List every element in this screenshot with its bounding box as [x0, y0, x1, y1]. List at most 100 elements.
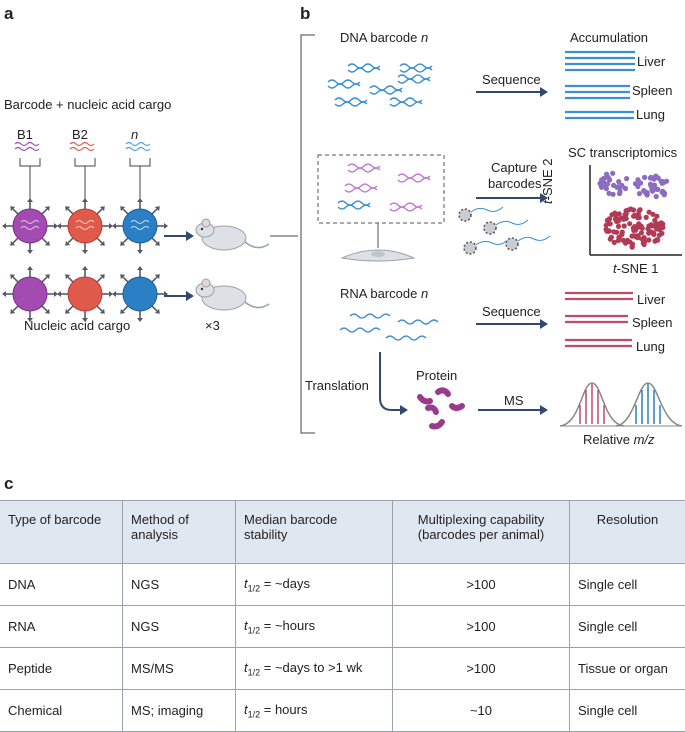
stability-value: = ~days to >1 wk	[260, 660, 362, 675]
ms-arrow	[478, 405, 548, 415]
cell-resolution: Single cell	[570, 606, 685, 648]
tsne-dot	[633, 228, 638, 233]
tsne-cluster-purple	[597, 171, 669, 199]
brackets	[20, 158, 150, 204]
cell-resolution: Tissue or organ	[570, 648, 685, 690]
mouse-icon-bottom	[196, 279, 269, 310]
t-subscript: 1/2	[248, 709, 261, 719]
tsne-dot	[614, 185, 619, 190]
rna-strands	[340, 314, 438, 340]
barcode-squiggle-b1	[15, 143, 39, 151]
cell-stability: t1/2 = ~days	[236, 564, 393, 606]
cell-method: MS; imaging	[123, 690, 236, 732]
table-row: RNA NGS t1/2 = ~hours >100 Single cell	[0, 606, 685, 648]
tsne-dot	[650, 189, 655, 194]
header-stability: Median barcode stability	[236, 501, 393, 564]
tsne-dot	[620, 230, 625, 235]
cell-stability: t1/2 = hours	[236, 690, 393, 732]
cell-multiplex: >100	[393, 648, 570, 690]
arrow-to-mouse-top	[164, 231, 194, 241]
sequence-arrow-1	[476, 87, 548, 97]
tsne-dot	[655, 238, 660, 243]
tsne-dot	[642, 175, 647, 180]
t-subscript: 1/2	[248, 667, 261, 677]
particle-b1-plain	[2, 266, 58, 322]
tsne-dot	[622, 223, 627, 228]
arrow-to-mouse-bottom	[164, 291, 194, 301]
mouse-icon-top	[196, 219, 269, 250]
tsne-dot	[619, 183, 624, 188]
tsne-dot	[646, 237, 651, 242]
tsne-dot	[648, 183, 653, 188]
cell-multiplex: >100	[393, 564, 570, 606]
barcode-squiggle-b2	[70, 143, 94, 151]
sequence-arrow-2	[476, 319, 548, 329]
tsne-dot	[654, 221, 659, 226]
cell-type: RNA	[0, 606, 123, 648]
particle-b2-barcoded	[57, 198, 113, 254]
capture-beads	[459, 207, 550, 254]
panel-b-bracket	[301, 35, 315, 433]
table-header-row: Type of barcode Method of analysis Media…	[0, 501, 685, 564]
protein-icons	[420, 390, 462, 426]
header-type: Type of barcode	[0, 501, 123, 564]
particle-n-barcoded	[112, 198, 168, 254]
stability-value: = ~days	[260, 576, 310, 591]
tsne-dot	[608, 237, 613, 242]
tsne-cluster-red	[604, 206, 666, 249]
tsne-dot	[644, 215, 649, 220]
tsne-dot	[636, 212, 641, 217]
tsne-dot	[654, 194, 659, 199]
tsne-dot	[660, 190, 665, 195]
tsne-dot	[624, 208, 629, 213]
barcode-comparison-table: Type of barcode Method of analysis Media…	[0, 500, 685, 732]
particle-b2-plain	[57, 266, 113, 322]
tsne-dot	[608, 221, 613, 226]
tsne-dot	[604, 172, 609, 177]
header-resolution: Resolution	[570, 501, 685, 564]
panel-a-graphic	[0, 0, 300, 340]
cell-type: DNA	[0, 564, 123, 606]
header-multiplex: Multiplexing capability (barcodes per an…	[393, 501, 570, 564]
panel-c-label: c	[4, 474, 13, 494]
tsne-dot	[619, 216, 624, 221]
ms-peak-red	[560, 383, 624, 426]
tsne-dot	[645, 226, 650, 231]
tsne-dot	[610, 171, 615, 176]
tsne-dot	[604, 186, 609, 191]
tsne-dot	[660, 225, 665, 230]
cell-multiplex: >100	[393, 606, 570, 648]
tsne-dot	[633, 181, 638, 186]
translation-arrow	[380, 352, 408, 415]
tsne-dot	[611, 192, 616, 197]
cell-resolution: Single cell	[570, 690, 685, 732]
cell-type: Peptide	[0, 648, 123, 690]
tsne-dot	[627, 221, 632, 226]
table-row: Peptide MS/MS t1/2 = ~days to >1 wk >100…	[0, 648, 685, 690]
tsne-dot	[656, 175, 661, 180]
t-subscript: 1/2	[248, 625, 261, 635]
cell-resolution: Single cell	[570, 564, 685, 606]
tsne-dot	[616, 238, 621, 243]
tsne-dot	[631, 214, 636, 219]
table-row: Chemical MS; imaging t1/2 = hours ~10 Si…	[0, 690, 685, 732]
tsne-dot	[605, 182, 610, 187]
tsne-dot	[638, 180, 643, 185]
tsne-dot	[613, 216, 618, 221]
tsne-dot	[630, 242, 635, 247]
panel-b-graphic	[290, 0, 685, 460]
cell-icon	[342, 250, 414, 261]
dna-strands	[328, 64, 432, 106]
cell-method: NGS	[123, 606, 236, 648]
tsne-dot	[616, 224, 621, 229]
tsne-dot	[624, 176, 629, 181]
tsne-dot	[651, 231, 656, 236]
tsne-dot	[659, 231, 664, 236]
particle-b1-barcoded	[2, 198, 58, 254]
ms-peak-blue	[616, 383, 682, 426]
tsne-dot	[659, 220, 664, 225]
accumulation-bars-dna	[565, 52, 635, 118]
tsne-dot	[604, 229, 609, 234]
dashed-cell-box	[318, 155, 444, 223]
tsne-dot	[638, 207, 643, 212]
